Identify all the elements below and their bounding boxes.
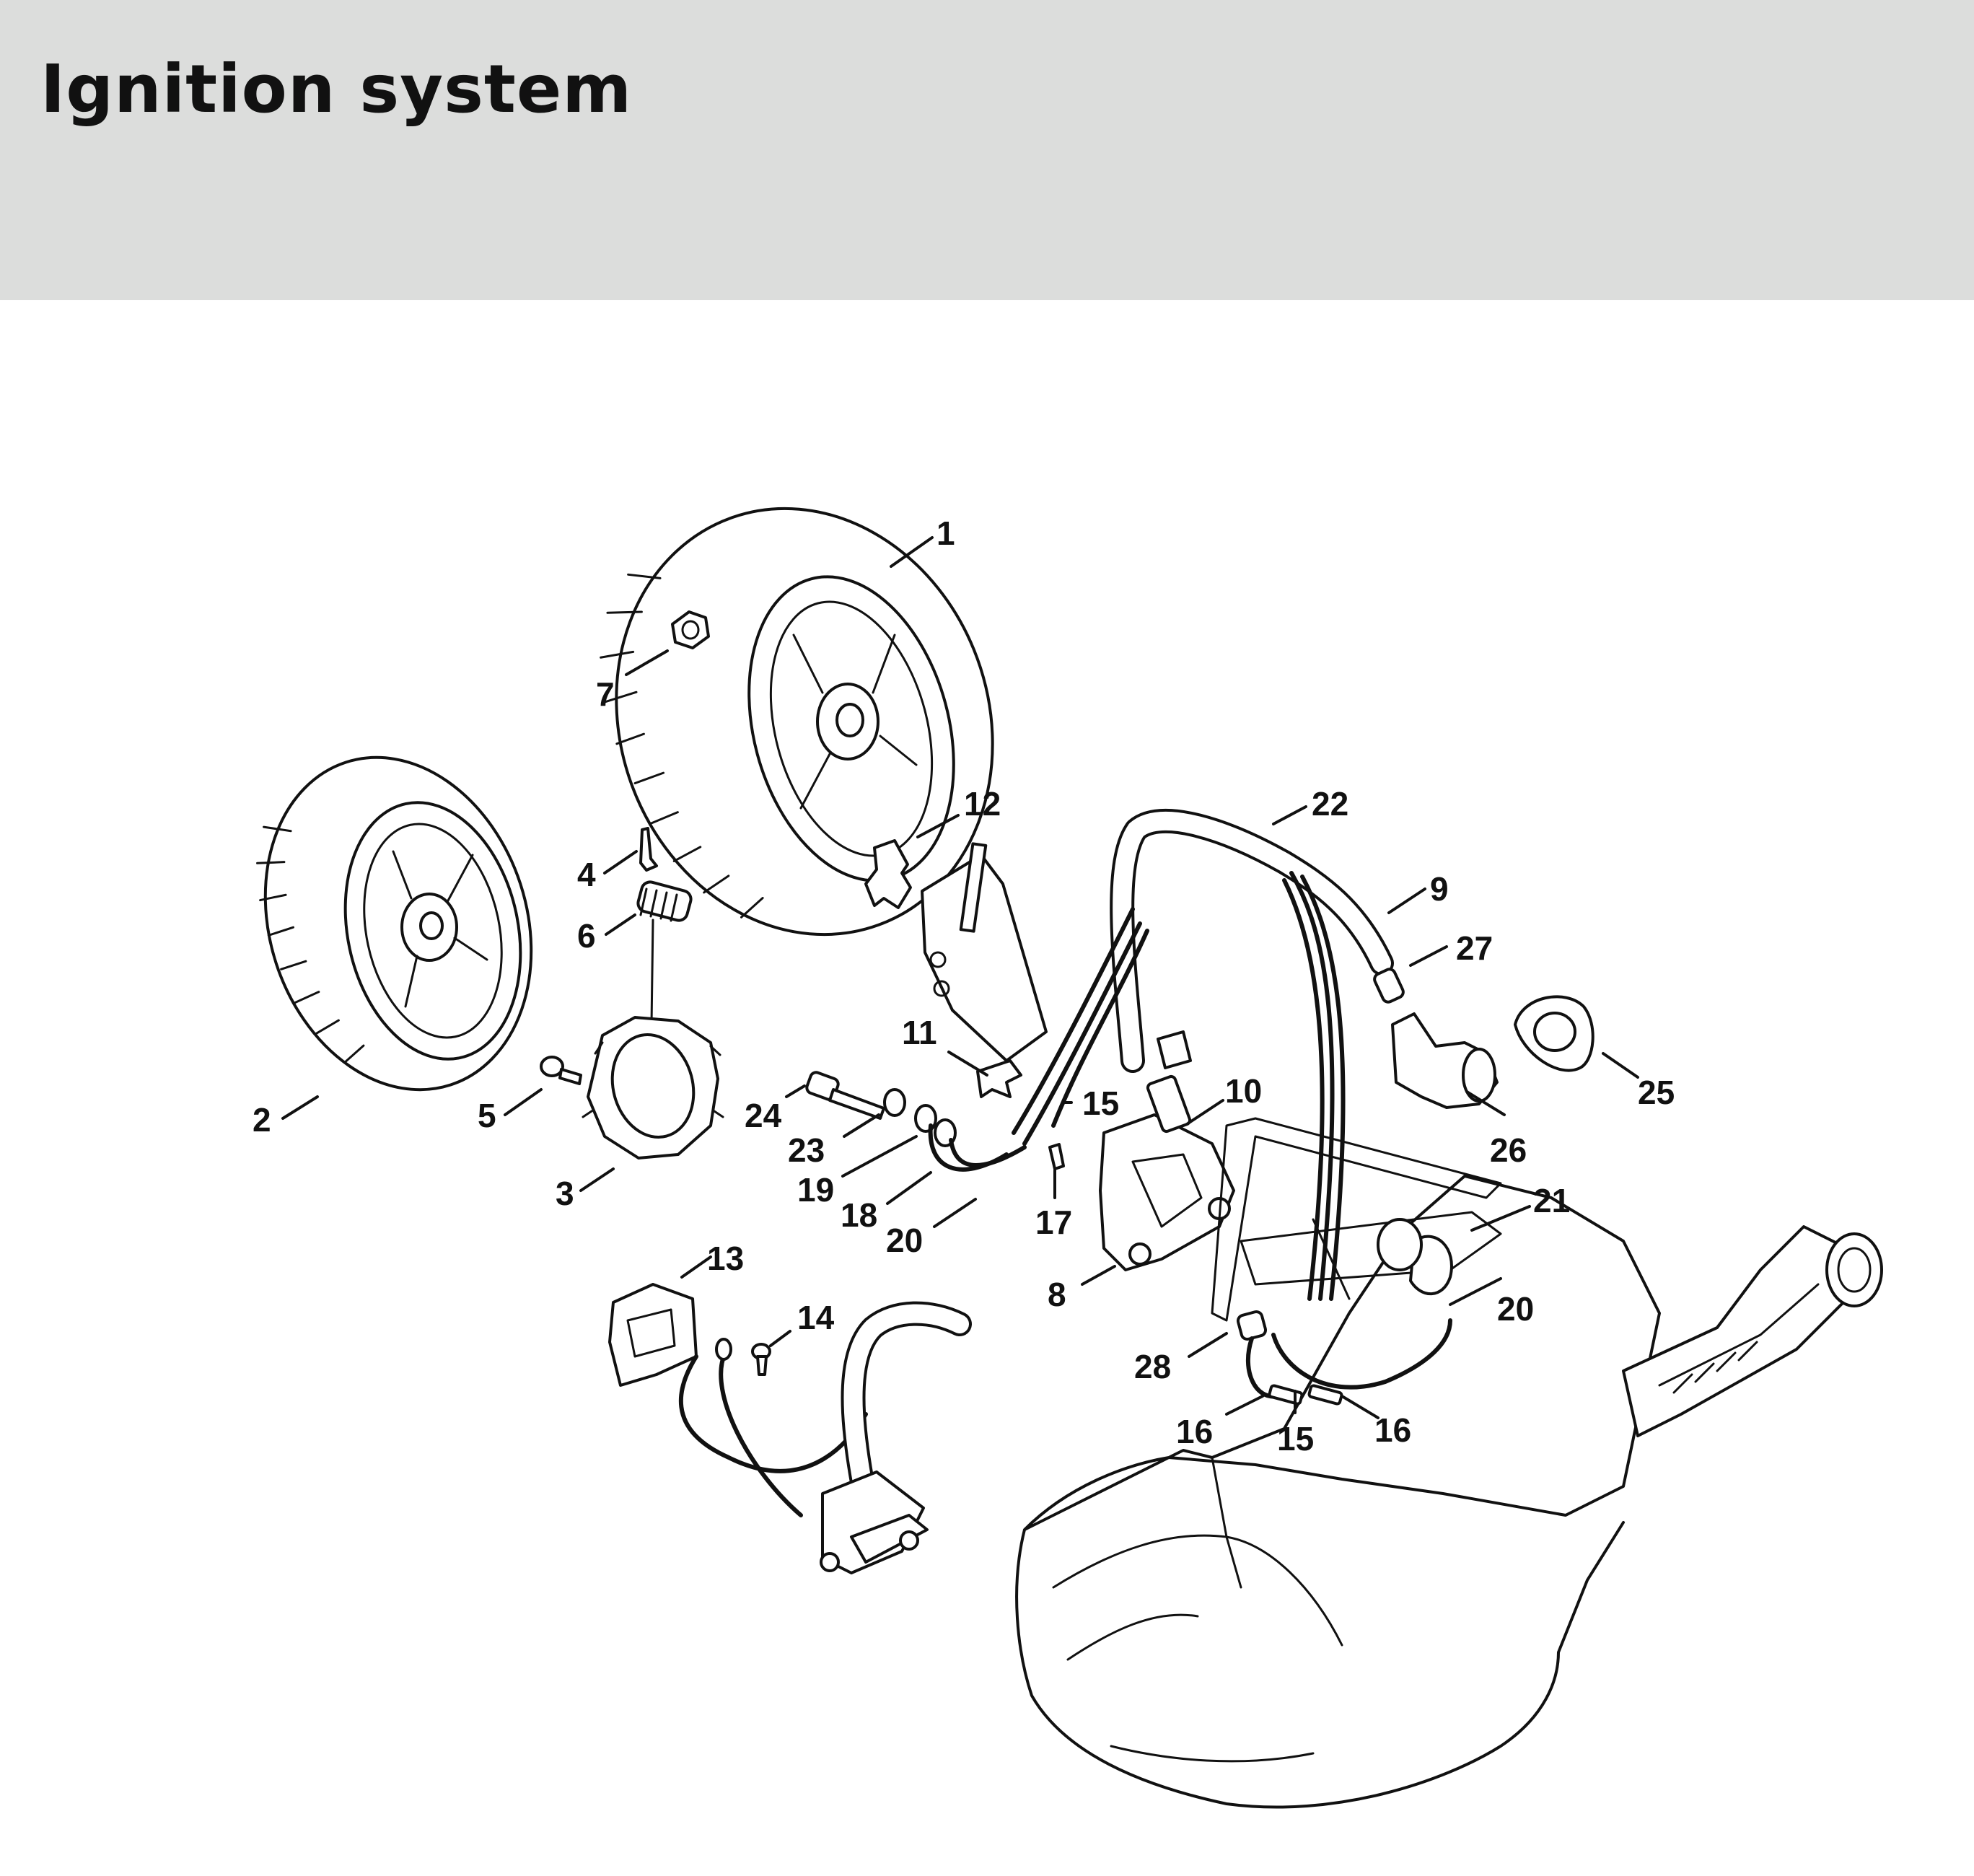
callout-6: 6 <box>577 917 596 955</box>
callout-1: 1 <box>936 514 955 552</box>
ignition-module-13 <box>608 1283 868 1517</box>
callout-18: 18 <box>841 1196 877 1234</box>
header-banner: Ignition system <box>0 0 1974 300</box>
callout-25: 25 <box>1638 1074 1675 1111</box>
screw-14 <box>751 1343 771 1376</box>
trigger-plate-3 <box>582 1016 724 1160</box>
callout-28: 28 <box>1134 1348 1171 1385</box>
callout-10: 10 <box>1225 1072 1262 1110</box>
crankcase-housing <box>1015 1117 1883 1809</box>
callout-24: 24 <box>745 1097 782 1134</box>
page-title: Ignition system <box>40 51 633 128</box>
callout-2: 2 <box>253 1101 271 1139</box>
callout-15a: 15 <box>1082 1084 1119 1122</box>
bolt-24 <box>805 1071 885 1120</box>
callout-4: 4 <box>577 856 596 893</box>
callout-9: 9 <box>1430 870 1449 908</box>
flywheel-lower <box>256 755 533 1092</box>
spark-plug-boot-26 <box>1391 1012 1499 1109</box>
nut-7 <box>671 610 710 649</box>
callout-27: 27 <box>1456 929 1493 967</box>
callout-8: 8 <box>1048 1276 1066 1313</box>
module-12 <box>864 839 1048 1062</box>
washer-23 <box>883 1088 906 1117</box>
ignition-coil-lower <box>820 1301 972 1574</box>
callout-3: 3 <box>556 1175 574 1212</box>
callout-19: 19 <box>797 1171 834 1209</box>
callout-20a: 20 <box>886 1222 923 1259</box>
callout-labels: 1 2 3 4 5 6 7 8 9 10 11 12 13 14 15 15 1… <box>253 514 1675 1458</box>
callout-20b: 20 <box>1497 1290 1534 1328</box>
callout-23: 23 <box>788 1131 825 1169</box>
callout-5: 5 <box>478 1097 496 1134</box>
ignition-module-8 <box>1099 1113 1235 1271</box>
callout-14: 14 <box>797 1299 835 1336</box>
ignition-lead-22 <box>1012 809 1394 1301</box>
callout-16b: 16 <box>1374 1411 1411 1449</box>
terminal-17 <box>1048 1143 1065 1170</box>
spring-6 <box>636 880 693 1026</box>
clip-11 <box>976 1059 1022 1098</box>
callout-13: 13 <box>707 1240 744 1277</box>
callout-21: 21 <box>1533 1182 1570 1219</box>
callout-12: 12 <box>964 785 1001 823</box>
callout-26: 26 <box>1490 1131 1527 1169</box>
connector-10 <box>1146 1030 1192 1134</box>
screw-5 <box>540 1056 582 1085</box>
wire-harness-20-left <box>928 1123 1027 1172</box>
callout-11: 11 <box>902 1014 937 1051</box>
callout-7: 7 <box>596 675 615 713</box>
callout-17: 17 <box>1035 1204 1072 1241</box>
grommet-25 <box>1514 995 1594 1072</box>
callout-15b: 15 <box>1277 1420 1314 1458</box>
pin-4 <box>639 827 658 872</box>
callout-22: 22 <box>1312 785 1348 823</box>
spring-27 <box>1373 968 1405 1004</box>
callout-16a: 16 <box>1176 1413 1213 1450</box>
leader-lines <box>281 536 1639 1419</box>
flywheel-upper <box>600 507 994 937</box>
